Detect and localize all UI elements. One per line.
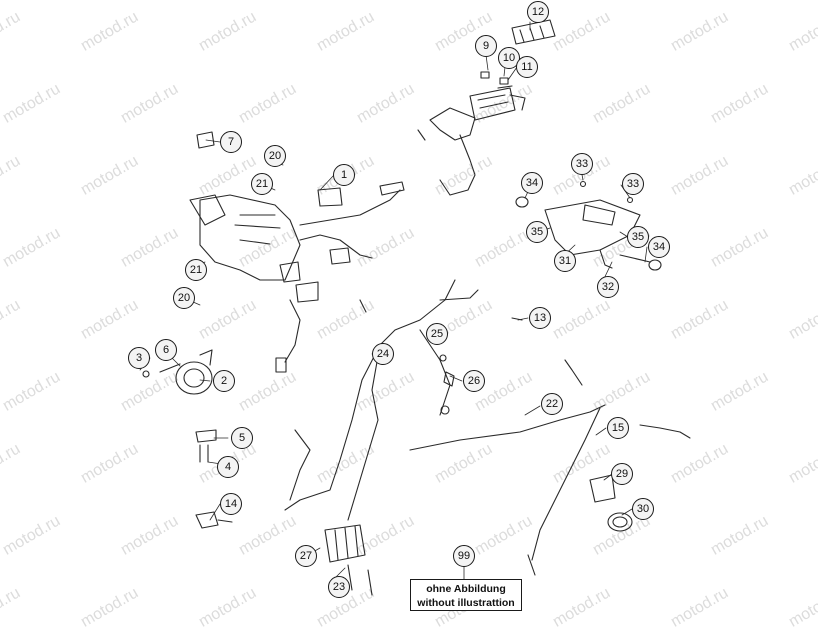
part-callout-5: 5 bbox=[231, 427, 253, 449]
part-callout-2: 2 bbox=[213, 370, 235, 392]
part-callout-34: 34 bbox=[521, 172, 543, 194]
part-callout-7: 7 bbox=[220, 131, 242, 153]
part-callout-35: 35 bbox=[526, 221, 548, 243]
part-callout-14: 14 bbox=[220, 493, 242, 515]
note-line-german: ohne Abbildung bbox=[426, 583, 506, 595]
part-callout-33: 33 bbox=[622, 173, 644, 195]
part-callout-1: 1 bbox=[333, 164, 355, 186]
part-callout-21: 21 bbox=[251, 173, 273, 195]
part-callout-9: 9 bbox=[475, 35, 497, 57]
part-callout-23: 23 bbox=[328, 576, 350, 598]
part-callout-22: 22 bbox=[541, 393, 563, 415]
part-callout-29: 29 bbox=[611, 463, 633, 485]
control-bracket bbox=[515, 180, 662, 271]
part-callout-31: 31 bbox=[554, 250, 576, 272]
exploded-view-drawing bbox=[139, 19, 691, 596]
part-callout-34: 34 bbox=[648, 236, 670, 258]
part-callout-24: 24 bbox=[372, 343, 394, 365]
part-callout-30: 30 bbox=[632, 498, 654, 520]
part-callout-11: 11 bbox=[516, 56, 538, 78]
part-callout-33: 33 bbox=[571, 153, 593, 175]
part-callout-3: 3 bbox=[128, 347, 150, 369]
dashboard-harness bbox=[417, 19, 556, 196]
part-callout-25: 25 bbox=[426, 323, 448, 345]
left-components bbox=[142, 131, 233, 529]
part-callout-35: 35 bbox=[627, 226, 649, 248]
part-callout-27: 27 bbox=[295, 545, 317, 567]
frame-harness bbox=[284, 279, 691, 561]
part-callout-12: 12 bbox=[527, 1, 549, 23]
without-illustration-note: ohne Abbildung without illustrattion bbox=[410, 579, 522, 611]
part-callout-6: 6 bbox=[155, 339, 177, 361]
part-callout-26: 26 bbox=[463, 370, 485, 392]
leader-lines bbox=[139, 21, 648, 580]
part-callout-13: 13 bbox=[529, 307, 551, 329]
part-callout-32: 32 bbox=[597, 276, 619, 298]
bottom-components bbox=[324, 474, 633, 596]
main-harness bbox=[189, 181, 405, 373]
note-line-english: without illustrattion bbox=[417, 597, 515, 609]
part-callout-4: 4 bbox=[217, 456, 239, 478]
part-callout-20: 20 bbox=[264, 145, 286, 167]
part-callout-15: 15 bbox=[607, 417, 629, 439]
part-callout-99: 99 bbox=[453, 545, 475, 567]
part-callout-21: 21 bbox=[185, 259, 207, 281]
part-callout-20: 20 bbox=[173, 287, 195, 309]
